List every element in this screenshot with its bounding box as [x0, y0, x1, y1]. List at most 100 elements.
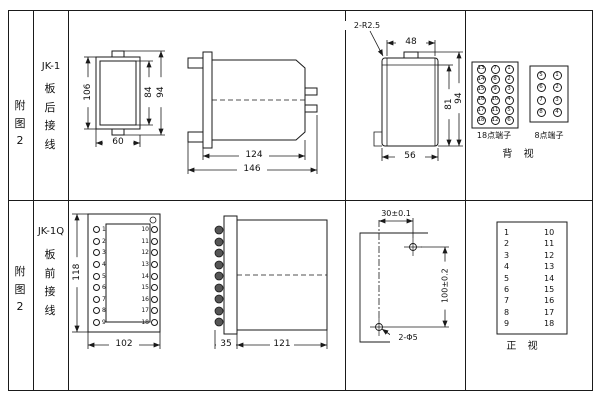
terminal-item: 12: [134, 249, 158, 257]
terminal-number: 8: [504, 307, 510, 317]
terminal-circle: 11: [490, 105, 500, 115]
terminal-number: 9: [504, 319, 510, 328]
dim-84: 84: [143, 77, 155, 108]
terminal-item: 2: [504, 74, 514, 84]
terminal-item: 14: [476, 74, 486, 84]
terminal-item: 18: [544, 319, 568, 328]
dim-94-rear: 94: [453, 83, 465, 114]
terminal-circle: [93, 284, 100, 292]
callout-2-phi5: 2-Φ5: [390, 333, 426, 343]
terminal-item: 17: [476, 105, 486, 115]
dim-124: 124: [239, 150, 269, 161]
terminal-number: 10: [544, 228, 555, 237]
terminal-number: 7: [504, 296, 510, 306]
dim-106: 106: [82, 77, 94, 108]
terminal-item: 12: [544, 251, 568, 260]
terminal-number: 18: [141, 319, 149, 326]
terminal-item: 17: [544, 308, 568, 317]
terminal-item: 9: [93, 319, 113, 326]
terminal-item: 16: [544, 296, 568, 305]
terminal-circle: 18: [476, 116, 486, 126]
terminal-number: 5: [102, 272, 106, 280]
terminal-circle: 13: [476, 64, 486, 74]
terminal-circle: 4: [552, 108, 562, 118]
terminal-item: 18: [476, 116, 486, 126]
terminal-item: 8: [490, 74, 500, 84]
dim-102: 102: [109, 339, 139, 350]
terminal-item: 3: [504, 85, 514, 95]
terminal-number: 2: [102, 237, 106, 245]
terminal-circle: [93, 237, 100, 245]
terminal-circle: 7: [490, 64, 500, 74]
terminal-item: 3: [93, 249, 113, 257]
jk1q-side-view: [214, 215, 328, 349]
terminal-circle: [151, 237, 158, 245]
model-label-jk1q: JK-1Q: [37, 226, 65, 237]
terminal-item: 15: [544, 285, 568, 294]
terminal-circle: [93, 295, 100, 303]
dim-35: 35: [216, 339, 236, 350]
rear-terminal-boxes: [471, 61, 569, 129]
terminal-number: 2: [504, 239, 510, 249]
terminal-circle: 7: [536, 95, 546, 105]
terminal-circle: 2: [504, 74, 514, 84]
terminal-number: 5: [504, 273, 510, 283]
dim-94-front: 94: [155, 77, 167, 108]
terminal-number: 1: [504, 228, 510, 237]
terminal-circle: 16: [476, 95, 486, 105]
terminal-circle: 14: [476, 74, 486, 84]
terminal-number: 15: [141, 284, 149, 292]
terminal-item: 4: [93, 260, 113, 268]
dim-81: 81: [443, 89, 455, 120]
terminal-number: 3: [102, 249, 106, 257]
terminal-item: 3: [552, 95, 562, 105]
terminal-item: 18: [134, 319, 158, 326]
figure-label-top: 附图2: [14, 99, 26, 148]
terminal-item: 15: [134, 284, 158, 292]
terminal-circle: [151, 307, 158, 315]
terminal-number: 7: [102, 295, 106, 303]
terminal-circle: 3: [552, 95, 562, 105]
terminal-item: 9: [504, 319, 522, 328]
jk1-side-view: [187, 51, 318, 174]
terminal-number: 4: [102, 260, 106, 268]
terminal-number: 6: [102, 284, 106, 292]
terminal-item: 2: [504, 239, 522, 248]
terminal-circle: [93, 272, 100, 280]
terminal-number: 8: [102, 307, 106, 315]
jk1q-mounting-holes: [359, 216, 449, 343]
dim-60: 60: [103, 137, 133, 148]
terminal-number: 12: [141, 249, 149, 257]
terminal-number: 14: [141, 272, 149, 280]
terminal-item: 7: [504, 296, 522, 305]
terminal-circle: 2: [552, 83, 562, 93]
terminal-number: 17: [141, 307, 149, 315]
terminal-number: 14: [544, 273, 555, 283]
terminal-number: 13: [544, 262, 555, 272]
terminal-item: 10: [134, 226, 158, 233]
terminal-item: 16: [476, 95, 486, 105]
terminal-circle: 8: [490, 74, 500, 84]
terminal-circle: [93, 249, 100, 257]
terminal-circle: [151, 249, 158, 257]
terminal-item: 5: [504, 274, 522, 283]
terminal-circle: [151, 272, 158, 280]
terminal-item: 13: [544, 262, 568, 271]
terminal-circle: 1: [552, 70, 562, 80]
terminal-circle: [93, 260, 100, 268]
terminal-circle: [151, 284, 158, 292]
terminal-circle: [93, 226, 100, 233]
terminal-item: 13: [134, 260, 158, 268]
terminal-item: 6: [504, 116, 514, 126]
rear-view-label: 背 视: [502, 149, 538, 160]
terminal-item: 8: [93, 307, 113, 315]
terminal-circle: 1: [504, 64, 514, 74]
terminal-item: 9: [490, 85, 500, 95]
terminal-item: 17: [134, 307, 158, 315]
terminal-item: 16: [134, 295, 158, 303]
dim-30-tol: 30±0.1: [372, 209, 420, 219]
